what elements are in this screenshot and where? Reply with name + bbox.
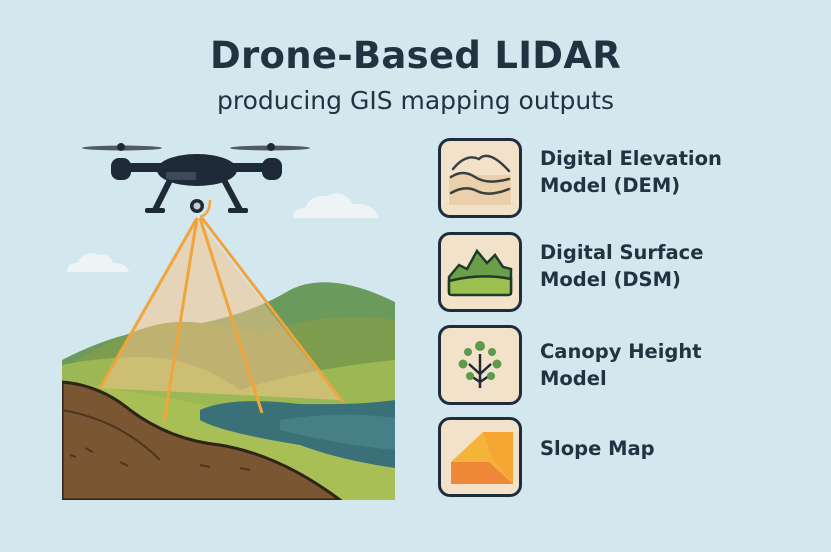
page-title: Drone-Based LIDAR: [209, 34, 622, 77]
page-subtitle: producing GIS mapping outputs: [216, 86, 615, 115]
dsm-icon-card: [438, 232, 522, 312]
cloud-icon: [67, 193, 379, 272]
slope-map-icon: [451, 432, 513, 484]
output-label-slope: Slope Map: [540, 437, 655, 460]
lidar-beam: [98, 217, 345, 424]
dem-icon-card: [438, 138, 522, 218]
elevation-contour-icon: [449, 154, 511, 205]
drone-icon: [82, 143, 310, 219]
surface-hills-icon: [447, 248, 513, 297]
tree-canopy-icon: [458, 341, 502, 388]
chm-icon-card: [438, 325, 522, 405]
slope-icon-card: [438, 417, 522, 497]
